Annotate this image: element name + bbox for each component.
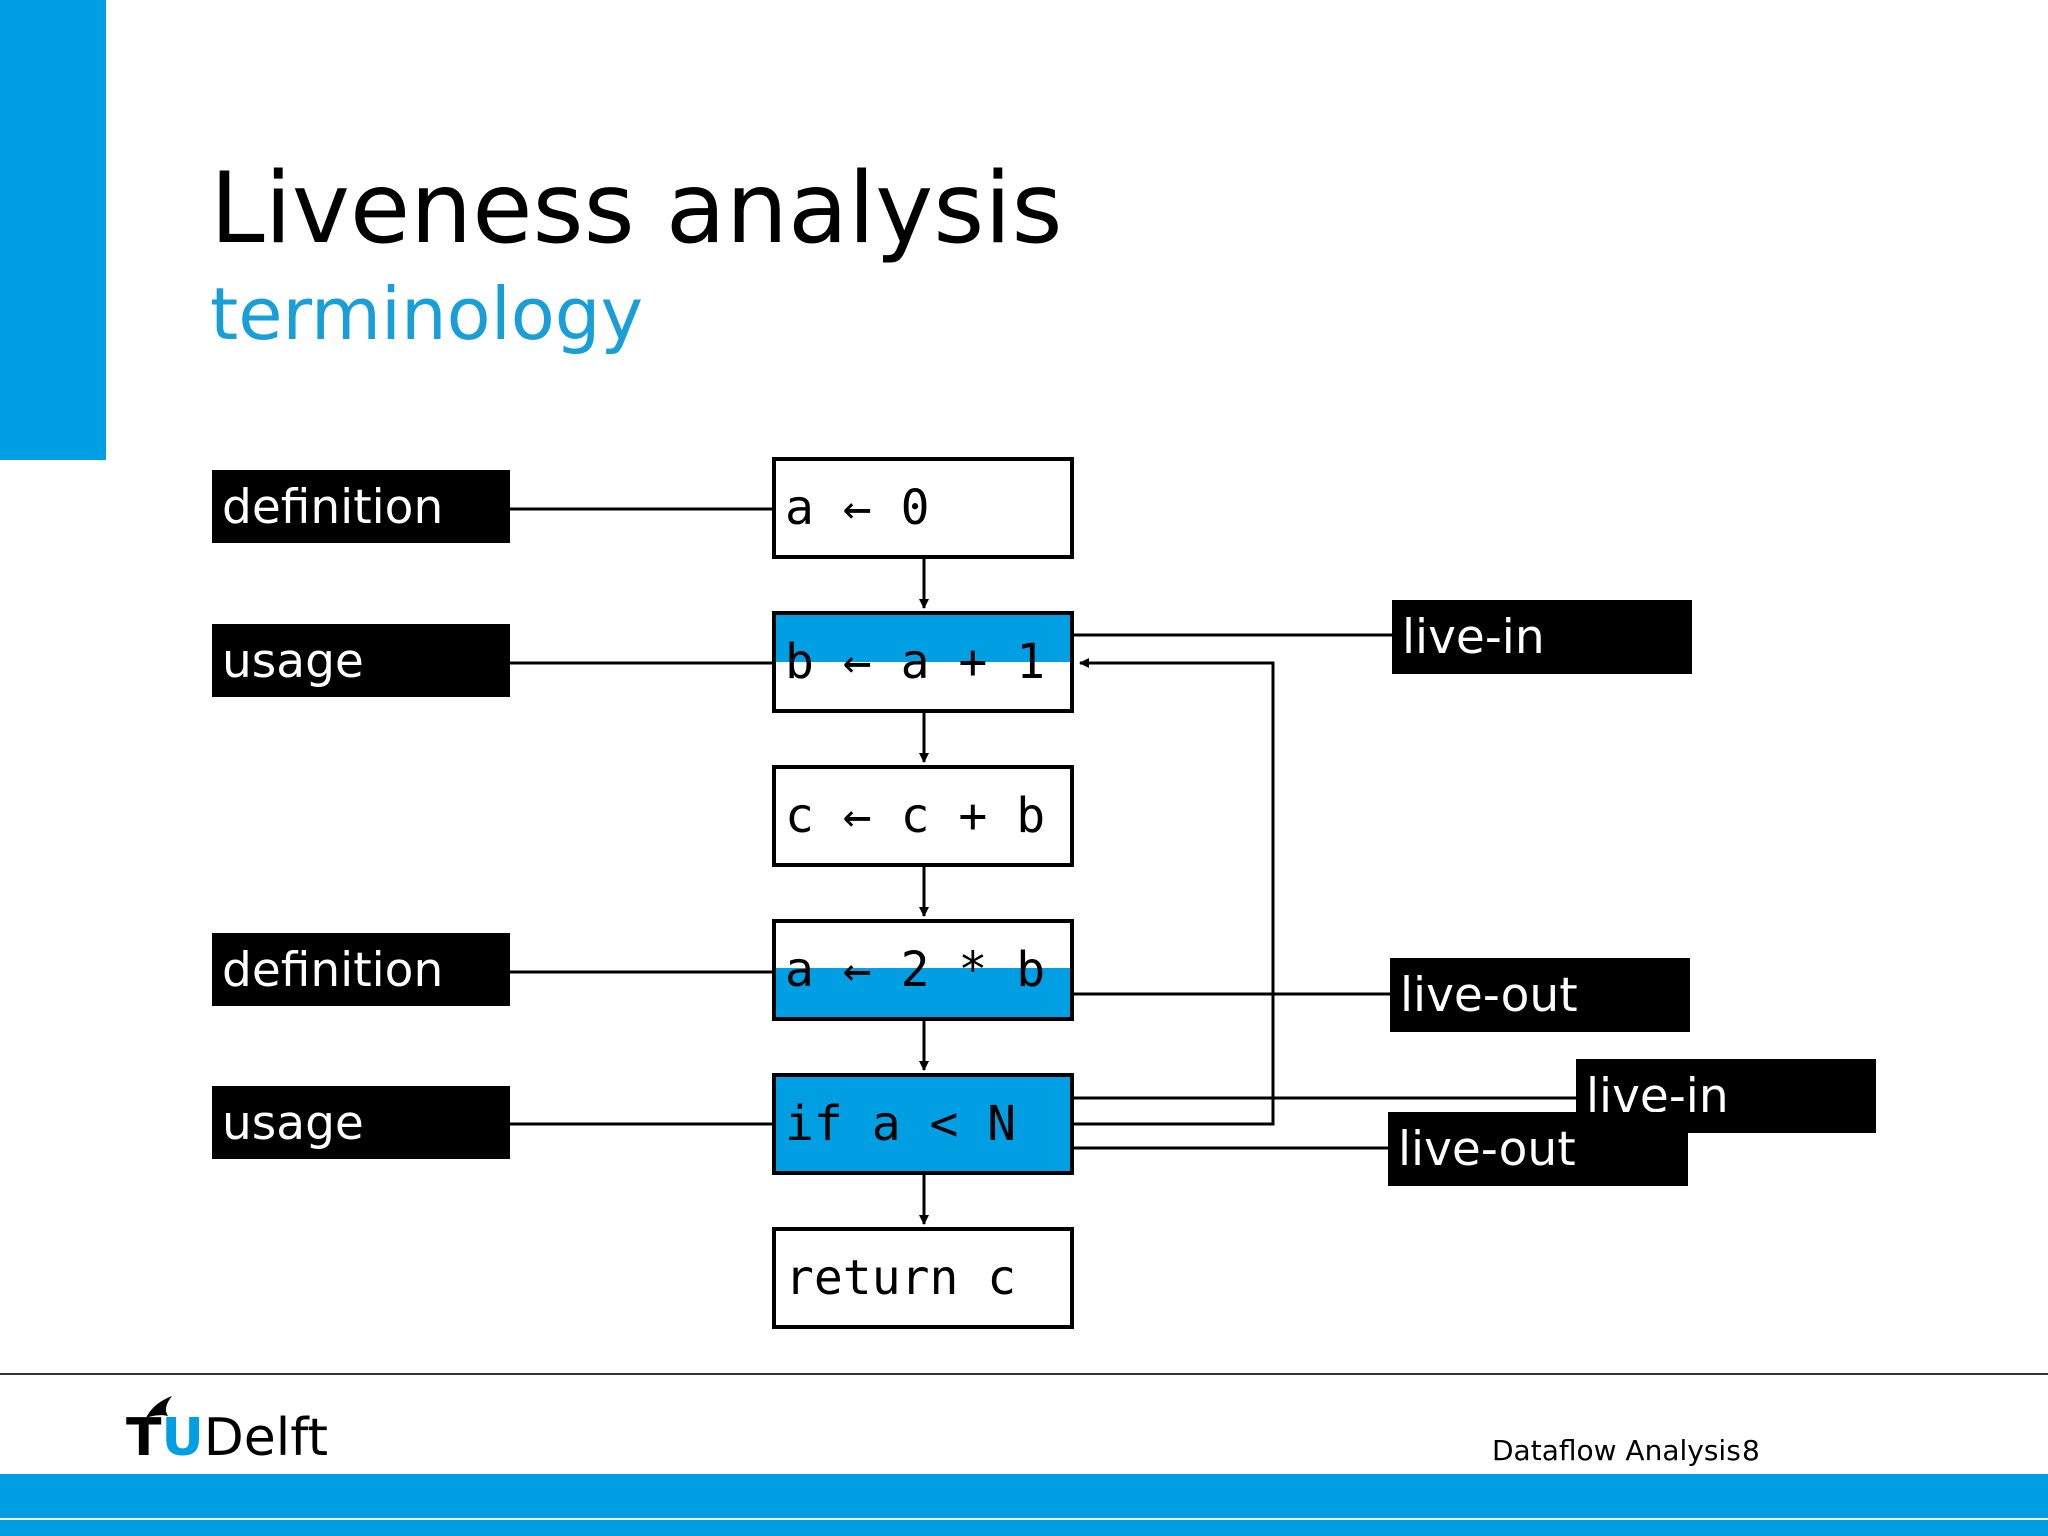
node-if-condition: if a < N bbox=[772, 1073, 1074, 1175]
node-assign-c: c ← c + b bbox=[772, 765, 1074, 867]
label-live-in-1: live-in bbox=[1392, 600, 1692, 674]
loop-back-edge bbox=[1074, 658, 1275, 1126]
node-assign-a-double: a ← 2 * b bbox=[772, 919, 1074, 1021]
node-return: return c bbox=[772, 1227, 1074, 1329]
node-assign-b: b ← a + 1 bbox=[772, 611, 1074, 713]
page-number: 8 bbox=[1742, 1434, 1760, 1467]
label-usage-2: usage bbox=[212, 1086, 510, 1159]
node-assign-a-zero: a ← 0 bbox=[772, 457, 1074, 559]
label-definition-2: definition bbox=[212, 933, 510, 1006]
tu-delft-logo: TUDelft bbox=[126, 1408, 328, 1468]
slide-subtitle: terminology bbox=[210, 272, 644, 356]
tu-delft-flame-icon bbox=[146, 1396, 172, 1418]
label-usage-1: usage bbox=[212, 624, 510, 697]
bottom-accent-bar bbox=[0, 1474, 2048, 1518]
label-live-in-2: live-in bbox=[1576, 1059, 1876, 1133]
slide-title: Liveness analysis bbox=[210, 152, 1063, 266]
label-live-out-1: live-out bbox=[1390, 958, 1690, 1032]
footer-divider bbox=[0, 1373, 2048, 1375]
accent-bar bbox=[0, 0, 106, 460]
footer-title: Dataflow Analysis bbox=[1492, 1434, 1741, 1467]
label-live-out-2: live-out bbox=[1388, 1112, 1688, 1186]
bottom-accent-strip bbox=[0, 1520, 2048, 1536]
label-definition-1: definition bbox=[212, 470, 510, 543]
